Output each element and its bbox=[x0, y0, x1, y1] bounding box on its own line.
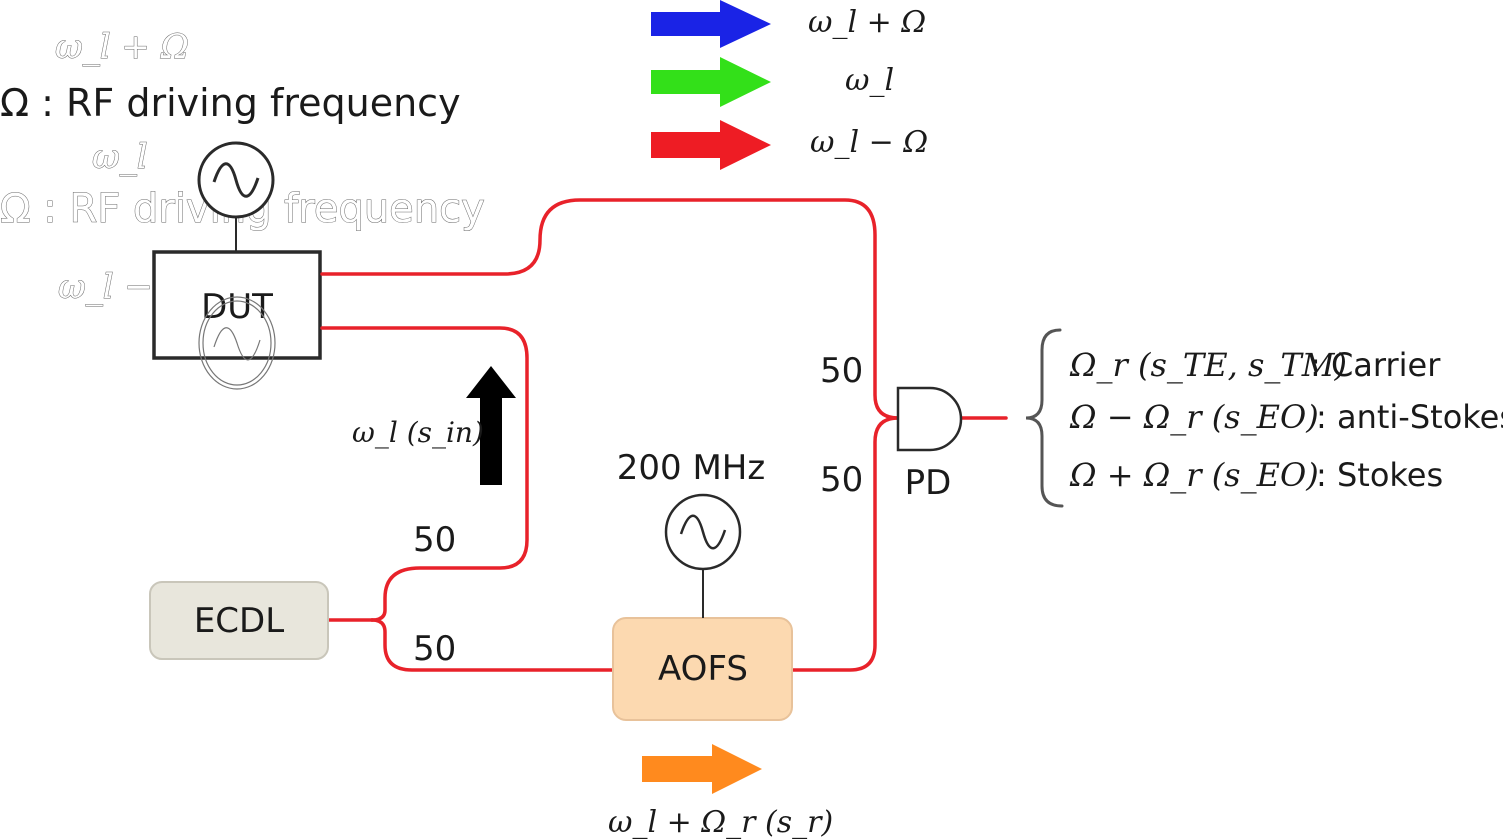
input-signal-label: ω_l (s_in) bbox=[352, 416, 484, 449]
input-arrow bbox=[466, 366, 516, 485]
legend-arrow-center bbox=[651, 57, 771, 107]
legend-arrow-upper bbox=[651, 0, 771, 48]
output-label: : anti-Stokes bbox=[1316, 398, 1503, 436]
fiber-dut-lower-to-coupler bbox=[320, 326, 529, 622]
output-brace bbox=[1025, 328, 1064, 508]
legend-label-center: ω_l bbox=[845, 63, 894, 98]
output-term: Ω + Ω_r (s_EO) bbox=[1069, 456, 1319, 494]
split-ecdl-lower: 50 bbox=[413, 629, 456, 669]
ghost-label-plus: ω_l + Ω bbox=[55, 27, 189, 67]
output-term: Ω_r (s_TE, s_TM) bbox=[1069, 346, 1347, 384]
reference-arrow bbox=[642, 744, 762, 794]
rf-source-icon bbox=[197, 141, 275, 219]
rf-driving-label: Ω : RF driving frequency bbox=[0, 81, 461, 125]
ghost-label-center: ω_l bbox=[92, 137, 148, 177]
fiber-coupler-to-aofs bbox=[370, 618, 615, 672]
fiber-dut-upper-to-pd bbox=[320, 198, 900, 420]
ecdl-block bbox=[149, 581, 329, 660]
output-label: : Stokes bbox=[1316, 456, 1443, 494]
dut-label: DUT bbox=[201, 287, 273, 327]
dut-block bbox=[152, 250, 322, 360]
split-ecdl-upper: 50 bbox=[413, 520, 456, 560]
fiber-aofs-to-pd bbox=[790, 416, 900, 672]
legend-label-lower: ω_l − Ω bbox=[810, 125, 928, 160]
output-label: : Carrier bbox=[1310, 346, 1441, 384]
ghost-sine-icon bbox=[198, 296, 276, 390]
output-term: Ω − Ω_r (s_EO) bbox=[1069, 398, 1319, 436]
aofs-frequency-label: 200 MHz bbox=[617, 448, 765, 488]
photodetector-icon bbox=[896, 386, 963, 452]
split-pd-lower: 50 bbox=[820, 460, 863, 500]
output-list: Ω_r (s_TE, s_TM) : Carrier Ω − Ω_r (s_EO… bbox=[1069, 346, 1503, 494]
legend-label-upper: ω_l + Ω bbox=[808, 5, 926, 40]
aofs-label: AOFS bbox=[658, 649, 748, 689]
aofs-rf-source-icon bbox=[664, 493, 742, 571]
pd-label: PD bbox=[905, 463, 952, 503]
legend-arrow-lower bbox=[651, 120, 771, 170]
ecdl-label: ECDL bbox=[194, 601, 284, 641]
split-pd-upper: 50 bbox=[820, 351, 863, 391]
reference-signal-label: ω_l + Ω_r (s_r) bbox=[608, 805, 833, 840]
